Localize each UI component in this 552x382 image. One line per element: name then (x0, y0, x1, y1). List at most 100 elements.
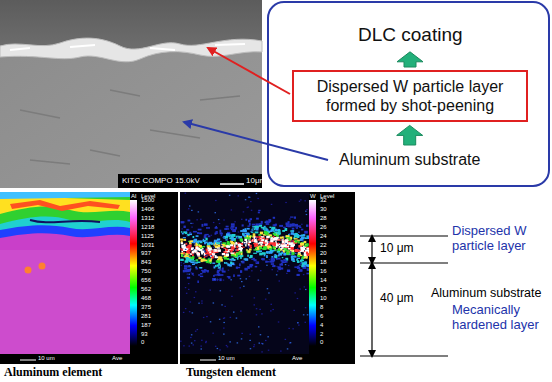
map-speckle (231, 223, 235, 226)
map-speckle (248, 220, 251, 223)
image-label: 0 (141, 339, 144, 346)
map-speckle (211, 255, 213, 256)
map-speckle (202, 224, 204, 227)
map-speckle (221, 244, 224, 245)
map-speckle (214, 241, 217, 243)
map-speckle (203, 239, 205, 242)
map-speckle (254, 344, 256, 345)
map-speckle (196, 245, 198, 247)
map-speckle (193, 241, 195, 243)
map-speckle (231, 259, 233, 260)
map-speckle (262, 237, 265, 239)
annotation-label: 10 μm (380, 242, 414, 256)
map-speckle (232, 242, 234, 244)
map-speckle (295, 233, 298, 235)
map-speckle (221, 233, 223, 234)
map-speckle (267, 336, 269, 337)
map-speckle (307, 254, 310, 256)
map-speckle (269, 259, 271, 260)
map-speckle (267, 261, 270, 262)
map-speckle (207, 247, 209, 250)
map-speckle (217, 280, 219, 281)
map-speckle (187, 277, 190, 279)
map-speckle (242, 224, 244, 226)
map-speckle (300, 251, 302, 252)
map-speckle (288, 248, 291, 249)
map-speckle (234, 259, 236, 261)
map-speckle (203, 241, 205, 242)
map-speckle (255, 231, 259, 233)
map-speckle (236, 267, 240, 268)
map-speckle (226, 345, 228, 346)
map-speckle (307, 314, 309, 315)
map-speckle (286, 236, 289, 238)
map-speckle (300, 247, 303, 249)
map-speckle (286, 235, 290, 237)
map-speckle (191, 247, 194, 250)
map-speckle (300, 243, 304, 246)
image-label: 30 (320, 206, 327, 213)
map-speckle (215, 256, 219, 258)
map-speckle (298, 252, 301, 255)
map-speckle (270, 240, 273, 243)
map-speckle (289, 218, 291, 219)
map-speckle (285, 243, 287, 244)
map-speckle (300, 199, 302, 200)
map-speckle (203, 246, 205, 247)
image-label: 16 (320, 268, 327, 275)
map-speckle (221, 304, 223, 305)
map-speckle (259, 309, 261, 310)
map-speckle (264, 231, 267, 233)
image-label: 562 (141, 286, 151, 293)
map-speckle (188, 259, 191, 260)
map-speckle (187, 271, 189, 273)
map-speckle (255, 238, 257, 239)
map-speckle (257, 251, 261, 252)
map-speckle (289, 342, 291, 343)
flow-arrow (397, 52, 423, 67)
map-speckle (249, 223, 251, 226)
map-speckle (183, 239, 186, 241)
map-speckle (240, 238, 243, 240)
node-text: DLC coating (358, 24, 463, 47)
map-speckle (189, 346, 191, 347)
map-speckle (203, 317, 205, 318)
map-speckle (258, 210, 260, 211)
map-speckle (231, 296, 233, 297)
map-speckle (193, 275, 195, 276)
map-speckle (257, 239, 261, 241)
map-speckle (261, 244, 263, 246)
map-speckle (279, 264, 283, 266)
map-speckle (192, 264, 195, 265)
map-speckle (216, 231, 218, 234)
map-speckle (218, 219, 220, 220)
map-speckle (298, 241, 300, 244)
map-speckle (297, 298, 299, 299)
map-speckle (219, 266, 221, 267)
image-label: 10 um (218, 355, 235, 362)
map-speckle (190, 262, 194, 264)
map-speckle (268, 292, 270, 293)
map-speckle (301, 262, 303, 263)
map-speckle (266, 251, 269, 253)
map-speckle (292, 230, 294, 231)
map-speckle (198, 257, 201, 259)
map-speckle (211, 253, 214, 255)
map-speckle (259, 253, 262, 256)
map-speckle (298, 266, 300, 267)
map-speckle (186, 231, 188, 232)
map-speckle (217, 260, 220, 263)
map-speckle (206, 261, 208, 263)
map-speckle (204, 223, 208, 225)
map-speckle (273, 224, 277, 225)
map-speckle (199, 232, 202, 234)
map-speckle (181, 231, 183, 233)
map-speckle (268, 242, 270, 243)
map-speckle (219, 274, 223, 276)
map-speckle (206, 227, 210, 229)
map-speckle (186, 257, 189, 260)
map-speckle (288, 328, 290, 329)
map-speckle (215, 227, 218, 229)
map-speckle (290, 251, 292, 252)
